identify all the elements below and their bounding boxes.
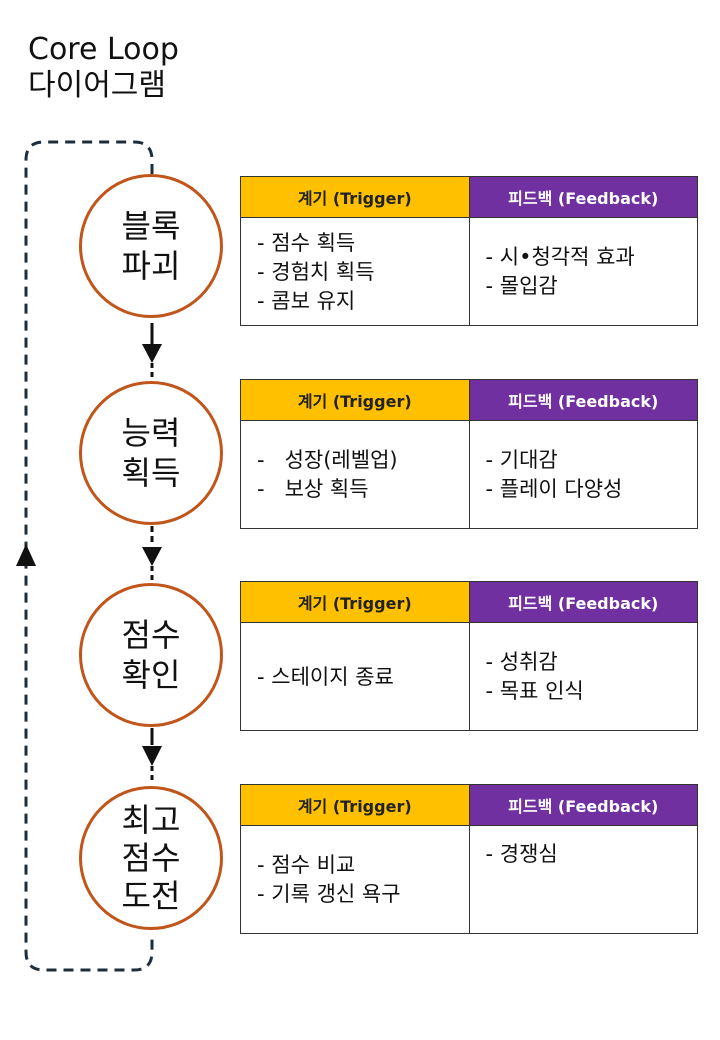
feedback-item: - 플레이 다양성: [485, 477, 623, 501]
feedback-header: 피드백 (Feedback): [469, 582, 697, 622]
title-line-1: Core Loop: [28, 32, 179, 67]
stage-label-line: 파괴: [121, 247, 181, 285]
stage-circle-high-score: 최고 점수 도전: [79, 786, 223, 930]
feedback-cell: - 성취감 - 목표 인식: [470, 623, 698, 731]
stage-circle-score-check: 점수 확인: [79, 583, 223, 727]
stage-label-line: 블록: [121, 207, 181, 245]
diagram-title: Core Loop 다이어그램: [28, 32, 179, 104]
trigger-item: - 성장(레벨업): [257, 448, 398, 472]
arrowhead-1-2: [142, 344, 162, 363]
trigger-item: - 점수 획득: [257, 230, 356, 255]
stage-label-line: 점수: [121, 616, 181, 654]
stage-table-block-break: 계기 (Trigger) 피드백 (Feedback) - 점수 획득 - 경험…: [240, 176, 698, 326]
trigger-header: 계기 (Trigger): [241, 785, 470, 825]
stage-label-line: 확인: [121, 656, 181, 694]
stage-label-line: 획득: [121, 454, 181, 492]
trigger-item: - 보상 획득: [257, 477, 369, 501]
feedback-cell: - 경쟁심: [470, 826, 698, 934]
trigger-item: - 점수 비교: [257, 853, 356, 877]
feedback-header: 피드백 (Feedback): [469, 177, 697, 217]
trigger-cell: - 스테이지 종료: [241, 623, 470, 731]
trigger-header: 계기 (Trigger): [241, 582, 470, 622]
feedback-item: - 목표 인식: [485, 679, 584, 703]
title-line-2: 다이어그램: [28, 68, 166, 103]
feedback-item: - 경쟁심: [485, 842, 558, 866]
stage-circle-ability-gain: 능력 획득: [79, 381, 223, 525]
feedback-item: - 성취감: [485, 650, 558, 674]
stage-label-line: 도전: [121, 877, 181, 915]
trigger-header: 계기 (Trigger): [241, 380, 470, 420]
stage-table-score-check: 계기 (Trigger) 피드백 (Feedback) - 스테이지 종료 - …: [240, 581, 698, 731]
stage-table-ability-gain: 계기 (Trigger) 피드백 (Feedback) - 성장(레벨업) - …: [240, 379, 698, 529]
stage-label-line: 최고: [121, 801, 181, 839]
trigger-header: 계기 (Trigger): [241, 177, 470, 217]
feedback-item: - 기대감: [485, 448, 558, 472]
feedback-cell: - 기대감 - 플레이 다양성: [470, 421, 698, 529]
trigger-item: - 경험치 획득: [257, 259, 375, 284]
trigger-item: - 콤보 유지: [257, 288, 356, 313]
arrowhead-2-3: [142, 547, 162, 566]
trigger-cell: - 점수 비교 - 기록 갱신 욕구: [241, 826, 470, 934]
feedback-header: 피드백 (Feedback): [469, 380, 697, 420]
stage-table-high-score: 계기 (Trigger) 피드백 (Feedback) - 점수 비교 - 기록…: [240, 784, 698, 934]
feedback-cell: - 시•청각적 효과 - 몰입감: [470, 218, 698, 326]
stage-circle-block-break: 블록 파괴: [79, 174, 223, 318]
loop-up-arrowhead: [16, 544, 36, 566]
trigger-cell: - 점수 획득 - 경험치 획득 - 콤보 유지: [241, 218, 470, 326]
stage-label-line: 능력: [121, 414, 181, 452]
stage-label-line: 점수: [121, 839, 181, 877]
trigger-item: - 기록 갱신 욕구: [257, 882, 401, 906]
trigger-cell: - 성장(레벨업) - 보상 획득: [241, 421, 470, 529]
feedback-header: 피드백 (Feedback): [469, 785, 697, 825]
arrowhead-3-4: [142, 746, 162, 766]
feedback-item: - 시•청각적 효과: [485, 245, 635, 269]
trigger-item: - 스테이지 종료: [257, 664, 394, 689]
feedback-item: - 몰입감: [485, 274, 558, 298]
